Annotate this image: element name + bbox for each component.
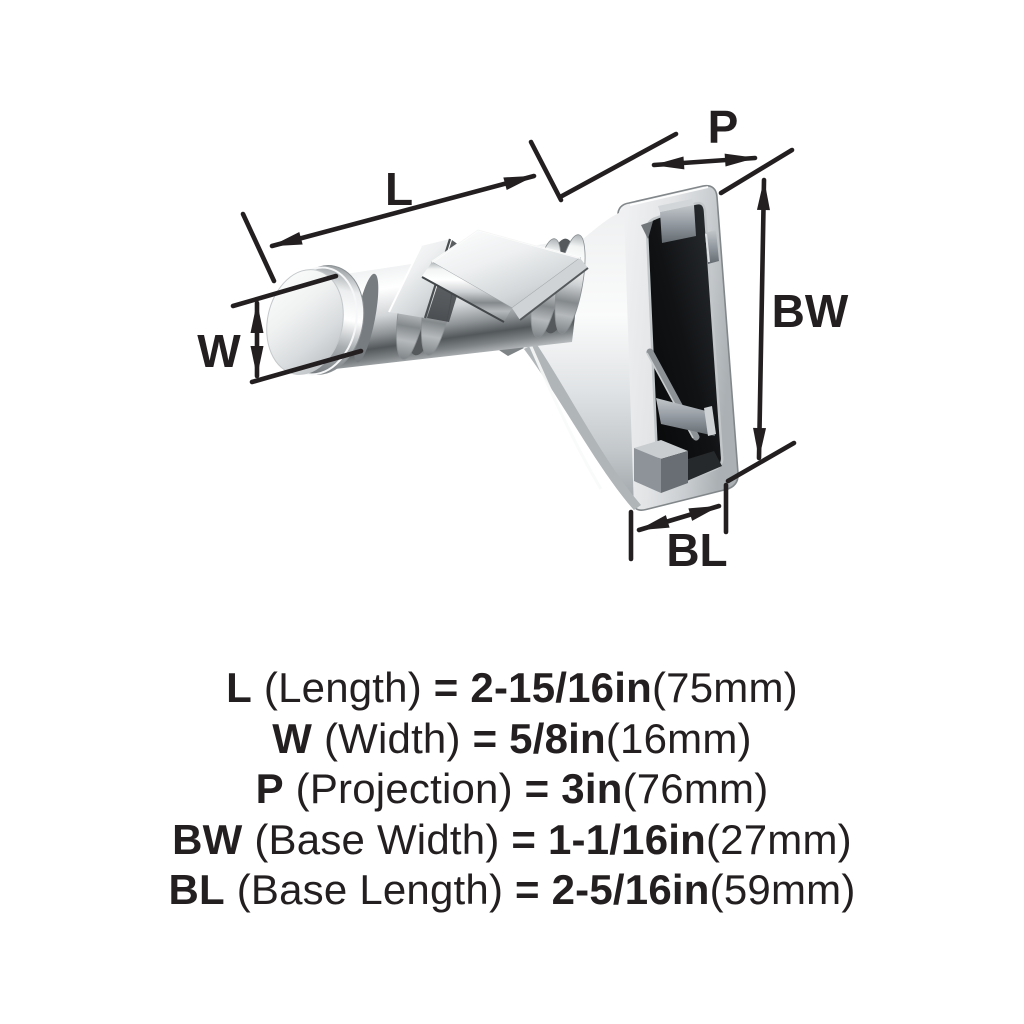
hook-backplate: [617, 184, 739, 511]
strap-lip-left: [422, 262, 512, 322]
strap-lip-right: [512, 258, 588, 320]
spec-segment: (16mm): [605, 714, 752, 762]
spec-segment: = 2-15/16in: [433, 664, 652, 711]
cavity-bottom-cube-front: [634, 448, 661, 493]
base-width-arrow: [753, 177, 770, 461]
spec-segment: (27mm): [705, 815, 852, 863]
spec-segment: W: [272, 714, 313, 762]
spec-segment: = 2-5/16in: [515, 866, 710, 914]
cavity-bottom-cube-top: [634, 440, 688, 459]
dimension-label-w: W: [197, 325, 241, 377]
rod-neck-groove: [353, 273, 379, 363]
dimension-annotations: L W P BW: [197, 101, 849, 576]
dimension-label-bl: BL: [666, 524, 727, 576]
spec-line-width: W (Width) = 5/8in(16mm): [0, 714, 1024, 765]
spec-segment: (Base Length): [224, 866, 516, 914]
spec-line-base-length: BL (Base Length) = 2-5/16in(59mm): [0, 865, 1024, 916]
spec-segment: P: [255, 765, 284, 813]
cavity-bottom-cube-side: [661, 451, 688, 493]
end-cap-face: [266, 269, 344, 375]
cavity-left-triangle: [641, 221, 653, 239]
projection-arrow: [651, 153, 758, 170]
strap-lip-right-shade: [519, 267, 589, 321]
cavity-right-tab-highlight: [705, 233, 710, 263]
length-extension-tick-right: [528, 139, 564, 203]
base-width-extension-tick-bottom: [725, 440, 797, 484]
dimension-base-length: BL: [628, 482, 729, 576]
dimension-label-p: P: [708, 101, 739, 153]
width-extension-line-top: [230, 273, 339, 309]
spec-segment: (Length): [252, 664, 434, 711]
spec-segment: (Projection): [283, 765, 525, 813]
hook-illustration: [266, 184, 739, 511]
spec-segment: = 5/8in: [472, 714, 606, 762]
cavity-mid-clip-ridge: [704, 406, 716, 436]
length-arrow: [269, 173, 537, 249]
spec-segment: (59mm): [709, 866, 856, 914]
cavity-mid-clip: [656, 398, 715, 436]
strap-left-band: [389, 239, 450, 318]
length-extension-tick-left: [240, 211, 277, 284]
spec-segment: BW: [172, 815, 243, 863]
dimension-base-width: BW: [725, 177, 849, 484]
dimension-width: W: [197, 273, 364, 385]
arm-bottom-shade: [524, 343, 641, 510]
strap-lip-left-shade: [421, 276, 505, 323]
spec-segment: (76mm): [622, 765, 769, 813]
dimension-projection: P: [559, 101, 795, 199]
spec-segment: (Base Width): [242, 815, 512, 863]
cavity-top-clip: [660, 205, 696, 243]
dimension-label-l: L: [385, 163, 413, 215]
hook-rod-assembly: [266, 228, 589, 376]
spec-line-length: L (Length) = 2-15/16in(75mm): [0, 663, 1024, 714]
base-length-arrow: [636, 503, 722, 533]
projection-extension-line-right: [718, 147, 795, 196]
strap-left-band-highlight: [388, 245, 422, 313]
cavity-top-clip-face: [658, 199, 694, 212]
spec-segment: L: [226, 664, 253, 711]
backplate-top-highlight: [629, 186, 709, 206]
dimension-length: L: [240, 139, 564, 284]
spec-list: L (Length) = 2-15/16in(75mm)W (Width) = …: [0, 663, 1024, 916]
projection-extension-line-left: [559, 131, 679, 199]
hook-end-cap: [266, 265, 365, 376]
hook-strap-clip: [388, 228, 589, 323]
spec-line-base-width: BW (Base Width) = 1-1/16in(27mm): [0, 815, 1024, 866]
arm-body: [524, 211, 634, 510]
spec-segment: BL: [168, 866, 225, 914]
spec-segment: = 1-1/16in: [511, 815, 706, 863]
width-extension-line-bottom: [249, 348, 364, 385]
spec-segment: (75mm): [651, 664, 798, 711]
spec-segment: = 3in: [524, 765, 623, 813]
dimension-label-bw: BW: [772, 285, 849, 337]
spec-segment: (Width): [312, 714, 473, 762]
spec-line-projection: P (Projection) = 3in(76mm): [0, 764, 1024, 815]
